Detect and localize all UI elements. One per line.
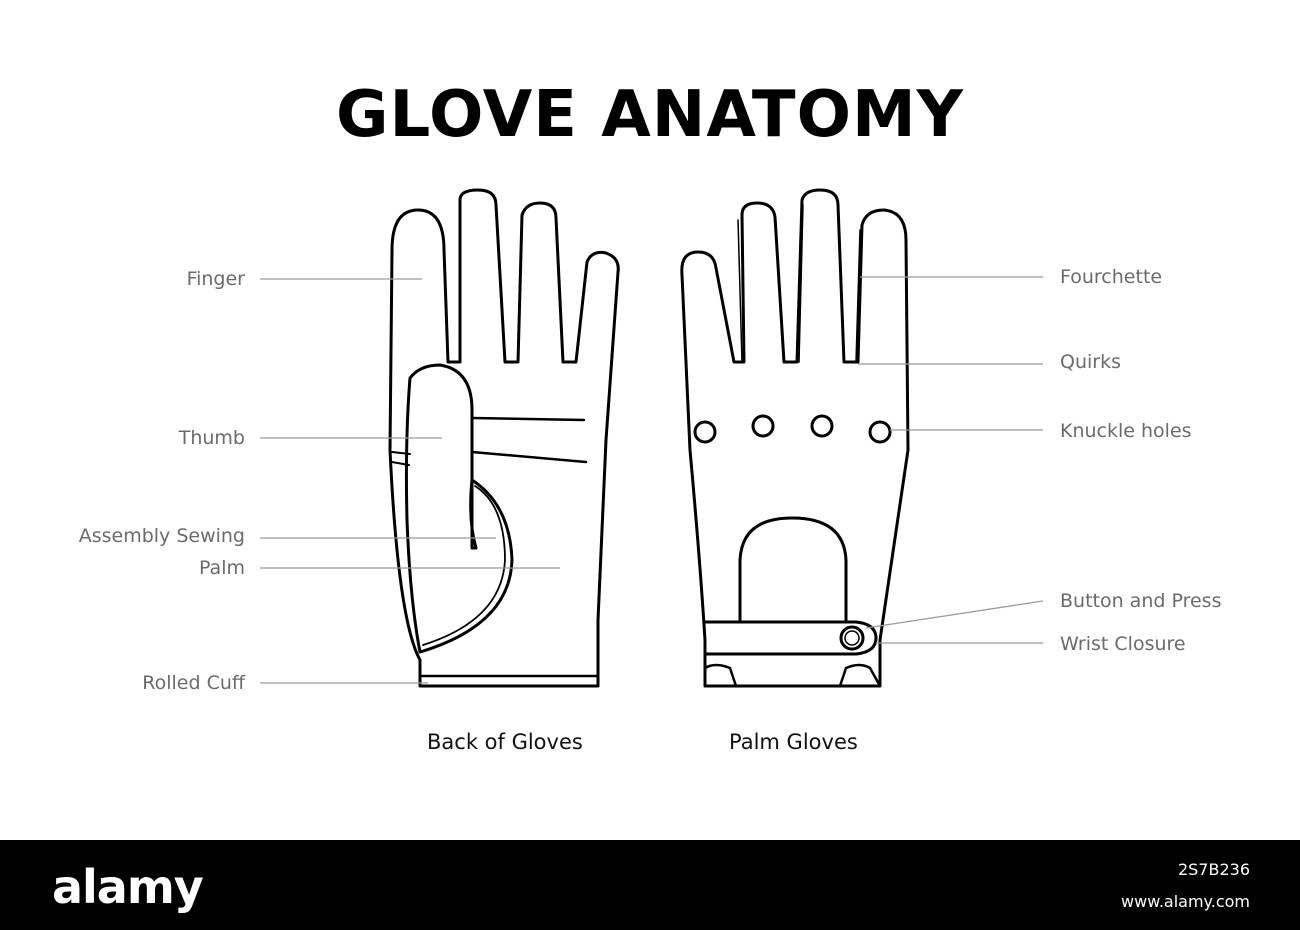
knuckle-hole-1	[693, 420, 717, 444]
label-rolled-cuff: Rolled Cuff	[142, 672, 245, 694]
label-quirks: Quirks	[1060, 351, 1121, 373]
site-url: www.alamy.com	[1121, 892, 1250, 911]
label-wrist-closure: Wrist Closure	[1060, 633, 1186, 655]
page-title: GLOVE ANATOMY	[336, 78, 964, 152]
caption-back-of-gloves: Back of Gloves	[427, 730, 583, 754]
palm-cuff	[703, 663, 882, 688]
knuckle-hole-3	[810, 414, 834, 438]
alamy-logo: alamy	[52, 860, 204, 914]
label-fourchette: Fourchette	[1060, 266, 1163, 288]
back-stitch-lower	[470, 450, 588, 464]
wrist-strap	[703, 620, 878, 656]
assembly-sewing-seam	[422, 485, 506, 646]
label-assembly-sewing: Assembly Sewing	[78, 525, 245, 547]
thumb-overlay	[404, 363, 514, 654]
label-button-and-press: Button and Press	[1060, 590, 1222, 612]
palm-glove-outline	[680, 188, 910, 688]
knuckle-hole-4	[868, 420, 892, 444]
leader-button-and-press	[865, 600, 1044, 629]
palm-back-opening	[738, 516, 848, 622]
label-finger: Finger	[186, 268, 245, 290]
label-palm: Palm	[198, 557, 245, 579]
fourchette-lines	[737, 204, 861, 363]
press-button	[839, 625, 865, 651]
back-glove-outline	[388, 188, 620, 688]
back-stitch-side	[391, 451, 411, 466]
footer-bar: alamy 2S7B236 www.alamy.com	[0, 840, 1300, 930]
glove-diagram	[260, 188, 1044, 688]
press-button-inner	[844, 630, 860, 646]
back-stitch-upper	[470, 416, 586, 422]
knuckle-hole-2	[751, 414, 775, 438]
caption-palm-gloves: Palm Gloves	[729, 730, 858, 754]
label-thumb: Thumb	[178, 427, 245, 449]
label-knuckle-holes: Knuckle holes	[1060, 420, 1192, 442]
image-id: 2S7B236	[1177, 860, 1250, 879]
